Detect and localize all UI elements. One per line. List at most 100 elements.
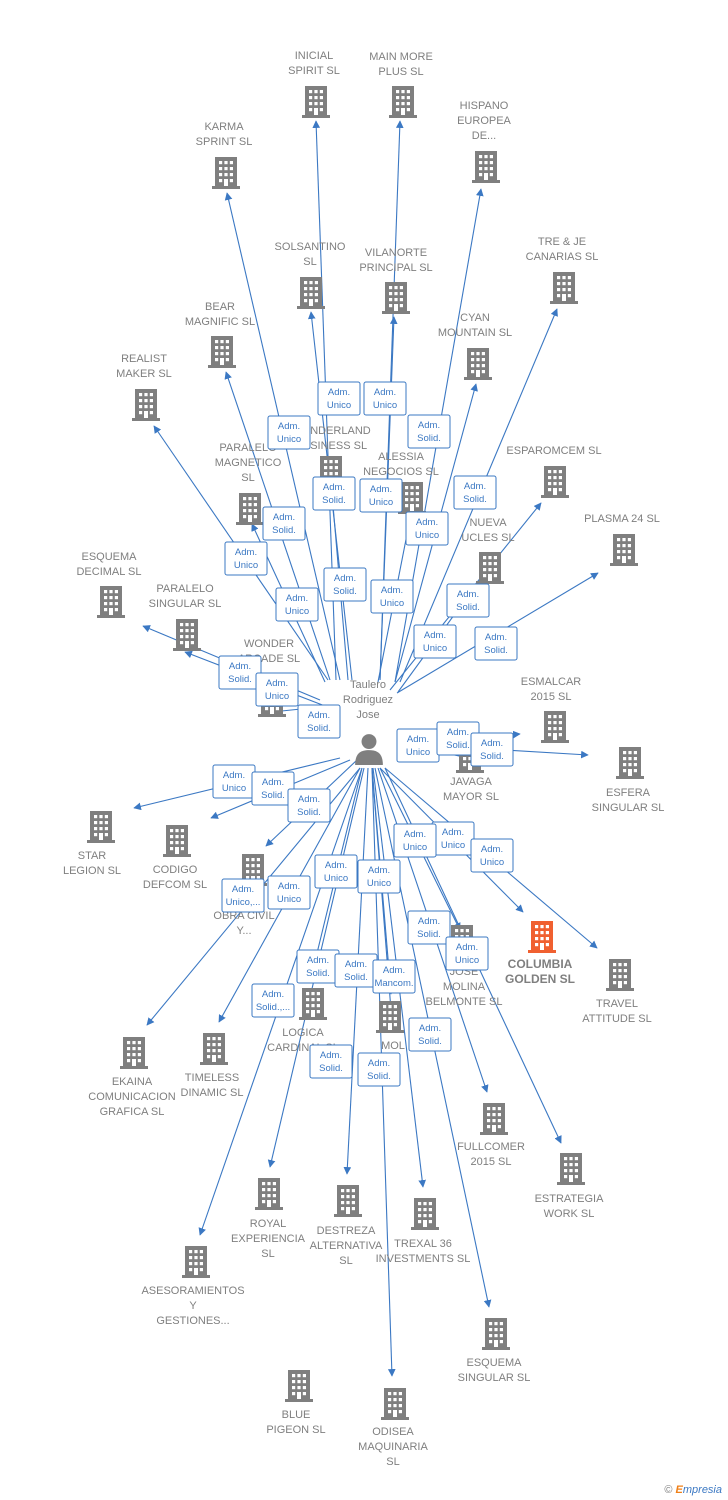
building-icon bbox=[557, 1153, 585, 1185]
role-badge[interactable]: Adm.Unico bbox=[357, 859, 401, 894]
person-icon bbox=[355, 734, 383, 765]
building-icon bbox=[163, 825, 191, 857]
company-label-line: EUROPEA bbox=[457, 115, 511, 127]
role-badge[interactable]: Adm.Solid.,... bbox=[251, 983, 295, 1018]
company-label-line: INVESTMENTS SL bbox=[376, 1253, 471, 1265]
role-badge[interactable]: Adm.Unico,... bbox=[221, 878, 265, 913]
role-badge[interactable]: Adm.Unico bbox=[405, 511, 449, 546]
role-badge[interactable]: Adm.Unico bbox=[413, 624, 457, 659]
role-badge[interactable]: Adm.Solid. bbox=[251, 771, 295, 806]
role-badge[interactable]: Adm.Unico bbox=[267, 875, 311, 910]
role-badge[interactable]: Adm.Unico bbox=[363, 381, 407, 416]
company-label-line: BUSINESS SL bbox=[295, 440, 367, 452]
role-badge[interactable]: Adm.Solid. bbox=[407, 414, 451, 449]
role-badge-text: Adm. bbox=[262, 989, 284, 1000]
role-badge[interactable]: Adm.Solid. bbox=[287, 788, 331, 823]
company-label-line: BELMONTE SL bbox=[425, 996, 502, 1008]
role-badge[interactable]: Adm.Solid. bbox=[334, 953, 378, 988]
role-badge[interactable]: Adm.Unico bbox=[359, 478, 403, 513]
role-badge[interactable]: Adm.Solid. bbox=[470, 732, 514, 767]
role-badge[interactable]: Adm.Solid. bbox=[296, 949, 340, 984]
role-badge[interactable]: Adm.Solid. bbox=[357, 1052, 401, 1087]
company-node[interactable]: HISPANOEUROPEADE... bbox=[457, 100, 512, 183]
role-badge[interactable]: Adm.Unico bbox=[212, 764, 256, 799]
company-node[interactable]: ASESORAMIENTOSYGESTIONES... bbox=[141, 1246, 245, 1327]
role-badge-text: Unico bbox=[327, 400, 351, 411]
company-node[interactable]: PLASMA 24 SL bbox=[584, 513, 660, 566]
role-badge[interactable]: Adm.Mancom. bbox=[372, 959, 416, 994]
role-badge[interactable]: Adm.Unico bbox=[393, 823, 437, 858]
role-badge[interactable]: Adm.Solid. bbox=[446, 583, 490, 618]
role-badge[interactable]: Adm.Unico bbox=[445, 936, 489, 971]
role-badge[interactable]: Adm.Solid. bbox=[474, 626, 518, 661]
role-badge-box bbox=[370, 579, 414, 614]
role-badge[interactable]: Adm.Unico bbox=[224, 541, 268, 576]
company-label-line: NEGOCIOS SL bbox=[363, 466, 439, 478]
role-badge[interactable]: Adm.Solid. bbox=[309, 1044, 353, 1079]
role-badge[interactable]: Adm.Solid. bbox=[453, 475, 497, 510]
role-badge[interactable]: Adm.Unico bbox=[255, 672, 299, 707]
role-badge[interactable]: Adm.Solid. bbox=[262, 506, 306, 541]
building-icon bbox=[334, 1185, 362, 1217]
role-badge[interactable]: Adm.Solid. bbox=[218, 655, 262, 690]
role-badge[interactable]: Adm.Unico bbox=[396, 728, 440, 763]
building-icon bbox=[476, 552, 504, 584]
center-node[interactable]: Taulero Rodriguez Jose bbox=[343, 679, 393, 765]
role-badge-box bbox=[224, 541, 268, 576]
role-badge[interactable]: Adm.Unico bbox=[470, 838, 514, 873]
role-badge[interactable]: Adm.Solid. bbox=[297, 704, 341, 739]
role-badge[interactable]: Adm.Unico bbox=[431, 821, 475, 856]
company-label-line: SOLSANTINO bbox=[275, 241, 346, 253]
role-badge-text: Adm. bbox=[418, 916, 440, 927]
building-icon bbox=[376, 1001, 404, 1033]
role-badge-text: Adm. bbox=[232, 884, 254, 895]
company-label-line: 2015 SL bbox=[471, 1156, 512, 1168]
role-badge[interactable]: Adm.Solid. bbox=[408, 1017, 452, 1052]
role-badge[interactable]: Adm.Solid. bbox=[407, 910, 451, 945]
role-badge[interactable]: Adm.Unico bbox=[267, 415, 311, 450]
role-badge[interactable]: Adm.Unico bbox=[317, 381, 361, 416]
role-badge[interactable]: Adm.Unico bbox=[314, 854, 358, 889]
role-badge[interactable]: Adm.Unico bbox=[370, 579, 414, 614]
role-badge[interactable]: Adm.Solid. bbox=[323, 567, 367, 602]
company-label-line: UCLES SL bbox=[461, 532, 514, 544]
role-badge-text: Adm. bbox=[407, 734, 429, 745]
company-node[interactable]: ESPAROMCEM SL bbox=[506, 445, 602, 498]
role-badge[interactable]: Adm.Solid. bbox=[312, 476, 356, 511]
role-badge[interactable]: Adm.Unico bbox=[275, 587, 319, 622]
role-badge-text: Adm. bbox=[416, 517, 438, 528]
role-badge-text: Adm. bbox=[320, 1050, 342, 1061]
